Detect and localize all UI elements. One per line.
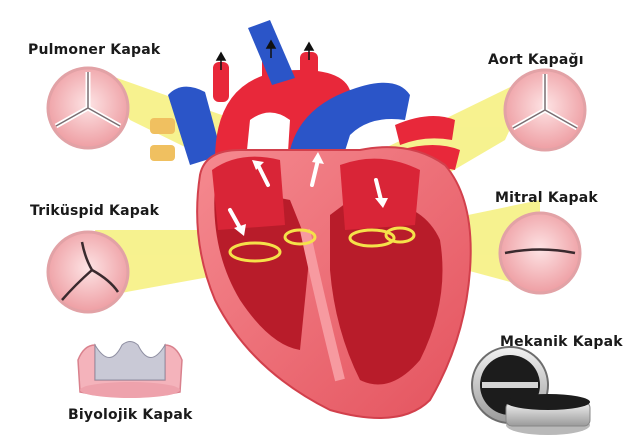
septum <box>300 228 345 382</box>
flow-arrow-4 <box>374 178 383 202</box>
biological-valve-label: Biyolojik Kapak <box>68 407 193 423</box>
pulmonary-vein-left <box>150 118 175 134</box>
flow-arrow-2 <box>310 158 320 187</box>
aortic-valve-illustration <box>503 68 587 152</box>
flow-arrow-1 <box>256 163 270 187</box>
heart-body <box>196 146 472 419</box>
aorta-branch-1 <box>213 62 229 102</box>
mechanical-valve-illustration <box>471 346 591 435</box>
mitral-ring <box>348 228 396 248</box>
pulmonary-valve-label: Pulmoner Kapak <box>28 42 161 58</box>
aorta-branch-3 <box>300 52 318 92</box>
mechanical-valve-label: Mekanik Kapak <box>500 334 623 350</box>
flow-arrow-3 <box>228 208 242 230</box>
flow-arrows <box>228 152 388 236</box>
aortic-valve-label: Aort Kapağı <box>488 52 584 68</box>
vessel-arrows <box>215 39 315 70</box>
mitral-valve-illustration <box>498 211 582 295</box>
superior-vena-cava <box>168 86 222 165</box>
flow-arrowhead-4 <box>375 198 388 208</box>
right-atrium <box>212 156 285 230</box>
flow-arrowhead-1 <box>252 160 264 170</box>
pulmonary-vein-1 <box>395 116 455 145</box>
biological-valve-illustration <box>77 341 183 398</box>
vessel-arrowhead-3 <box>303 41 315 51</box>
pulmonary-valve-illustration <box>46 66 130 150</box>
valve-rings <box>228 226 416 263</box>
pulmonary-vein-left-2 <box>150 145 175 161</box>
pulmonary-ring <box>283 228 317 246</box>
tricuspid-ring <box>228 241 282 263</box>
vessel-arrowhead-2 <box>265 39 277 49</box>
tricuspid-valve-illustration <box>46 230 130 314</box>
flow-arrowhead-3 <box>234 224 246 236</box>
flow-arrowhead-2 <box>312 152 324 164</box>
vessel-arrowhead-1 <box>215 51 227 61</box>
tricuspid-valve-label: Triküspid Kapak <box>30 203 160 219</box>
aortic-ring <box>384 226 416 244</box>
mitral-valve-label: Mitral Kapak <box>495 190 598 206</box>
